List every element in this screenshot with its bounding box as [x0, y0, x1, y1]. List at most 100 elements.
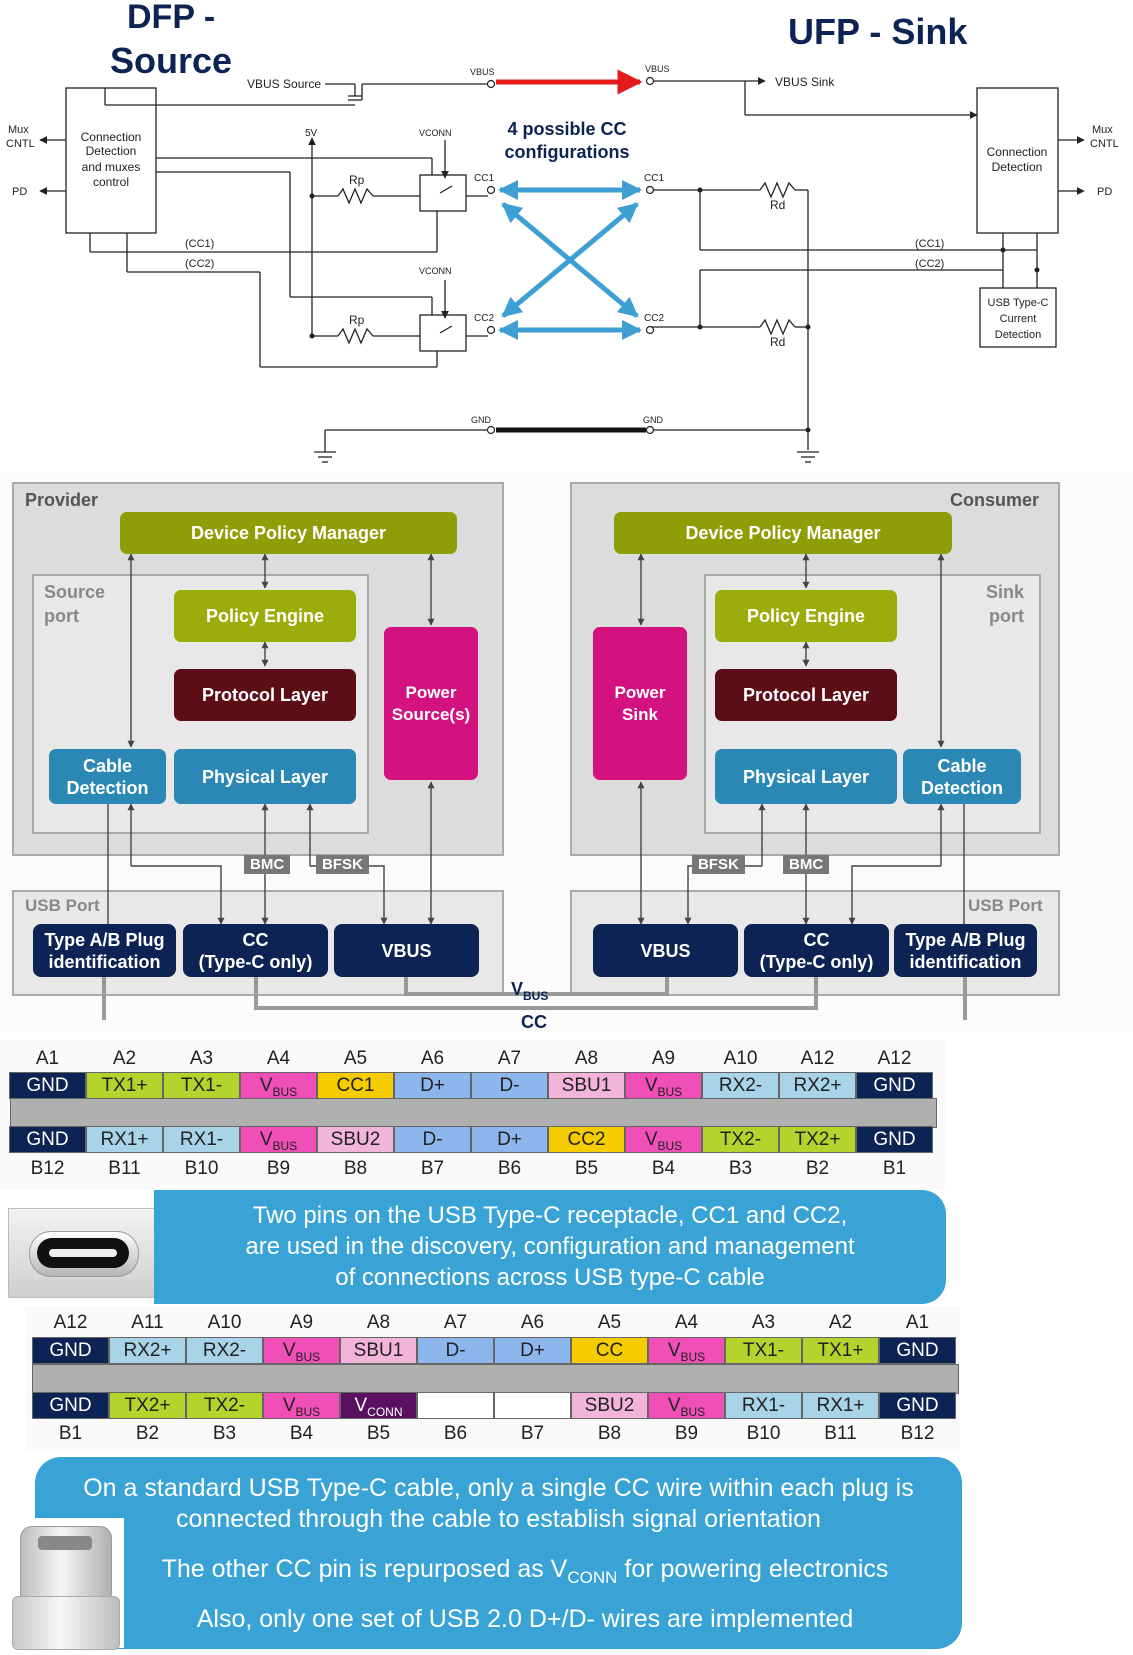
plug-top-label: A3 [751, 1312, 776, 1333]
receptacle-bottom-pin: TX2+ [779, 1126, 856, 1153]
plug-top-pin: VBUS [648, 1337, 725, 1364]
cc-left-1: CC [242, 929, 269, 950]
provider-label: Provider [25, 490, 99, 510]
callout2-line4: Also, only one set of USB 2.0 D+/D- wire… [196, 1605, 854, 1633]
cc2-paren-left: (CC2) [185, 258, 214, 270]
dfp-box-text-3: and muxes [82, 160, 141, 174]
receptacle-bottom-pin: D+ [471, 1126, 548, 1153]
bfsk-tag-right: BFSK [692, 855, 745, 874]
plug-body-icon [12, 1596, 120, 1650]
rd-bottom-label: Rd [770, 335, 785, 349]
receptacle-bottom-pin: D- [394, 1126, 471, 1153]
rp-bottom-label: Rp [349, 313, 365, 327]
source-port-label: Source port [44, 580, 105, 628]
cc-right: CC (Type-C only) [744, 924, 889, 977]
type-ab-right-1: Type A/B Plug [905, 929, 1026, 950]
bfsk-tag-left: BFSK [316, 855, 369, 874]
receptacle-bottom-label: B1 [882, 1158, 907, 1179]
bmc-tag-left: BMC [244, 855, 291, 874]
rp-top-label: Rp [349, 173, 365, 187]
ufp-detection-box [976, 87, 1059, 234]
type-ab-left-2: identification [48, 951, 161, 972]
plug-top-label: A9 [289, 1312, 314, 1333]
gnd-right-label: GND [643, 415, 664, 425]
mux-cntl-right: Mux [1092, 124, 1113, 136]
plug-top-label: A8 [366, 1312, 391, 1333]
power-sink-block: Power Sink [593, 627, 687, 780]
plug-top-label: A7 [443, 1312, 468, 1333]
receptacle-bottom-label: B3 [728, 1158, 753, 1179]
pd-right: PD [1097, 186, 1112, 198]
plug-bottom-pin: VBUS [263, 1392, 340, 1419]
physical-layer-consumer: Physical Layer [715, 749, 897, 804]
dfp-title-2: Source [110, 40, 232, 81]
callout2-line3-sub: CONN [567, 1568, 618, 1587]
receptacle-top-label: A2 [112, 1048, 137, 1069]
plug-bottom-pin: VCONN [340, 1392, 417, 1419]
type-ab-right-2: identification [909, 951, 1022, 972]
receptacle-bottom-label: B12 [30, 1158, 65, 1179]
receptacle-top-pin: TX1- [163, 1072, 240, 1099]
ufp-title: UFP - Sink [788, 11, 968, 52]
cable-detection-provider-2: Detection [66, 777, 149, 798]
plug-top-pin: VBUS [263, 1337, 340, 1364]
plug-bottom-pin: GND [32, 1392, 109, 1419]
sink-port-label-1: Sink [986, 582, 1025, 602]
type-ab-right: Type A/B Plug identification [894, 924, 1037, 977]
plug-top-pin: SBU1 [340, 1337, 417, 1364]
cc-right-1: CC [803, 929, 830, 950]
receptacle-top-pin: SBU1 [548, 1072, 625, 1099]
plug-top-pin: TX1- [725, 1337, 802, 1364]
dfp-box-text-1: Connection [81, 130, 142, 144]
protocol-layer-consumer: Protocol Layer [715, 669, 897, 721]
plug-top-label: A12 [53, 1312, 88, 1333]
cc-config-title-2: configurations [505, 142, 630, 162]
cable-detection-consumer: Cable Detection [903, 749, 1021, 804]
plug-top-pin: GND [879, 1337, 956, 1364]
receptacle-bottom-label: B8 [343, 1158, 368, 1179]
plug-bottom-pin: TX2- [186, 1392, 263, 1419]
plug-bottom-pin: TX2+ [109, 1392, 186, 1419]
gnd-left-label: GND [471, 415, 492, 425]
plug-bottom-label: B6 [443, 1423, 468, 1444]
usbc-box-text-1: USB Type-C [988, 297, 1049, 309]
cc1-right-label: CC1 [644, 173, 664, 184]
receptacle-top-label: A12 [800, 1048, 835, 1069]
receptacle-top-pin: RX2- [702, 1072, 779, 1099]
callout2-line3-pre: The other CC pin is repurposed as V [161, 1555, 568, 1583]
protocol-layer-provider: Protocol Layer [174, 669, 356, 721]
receptacle-bottom-pin: VBUS [240, 1126, 317, 1153]
usb-port-right-label: USB Port [968, 896, 1043, 915]
plug-bottom-label: B11 [824, 1423, 857, 1444]
callout-plug: On a standard USB Type-C cable, only a s… [35, 1457, 962, 1649]
receptacle-top-label: A6 [420, 1048, 445, 1069]
receptacle-top-pin: GND [9, 1072, 86, 1099]
ufp-box-text-1: Connection [987, 145, 1048, 159]
pd-left: PD [12, 186, 27, 198]
receptacle-top-pin: RX2+ [779, 1072, 856, 1099]
plug-bottom-pin: VBUS [648, 1392, 725, 1419]
mux-cntl-left-2: CNTL [6, 138, 35, 150]
plug-top-label: A1 [905, 1312, 930, 1333]
dfp-title: DFP - [127, 0, 215, 36]
power-source-2: Source(s) [391, 704, 471, 724]
sink-port-label: Sink port [986, 580, 1024, 628]
cable-vbus-label: VBUS [511, 979, 548, 1003]
vbus-terminal-right: VBUS [645, 64, 670, 74]
dfp-detection-box [65, 87, 157, 234]
receptacle-top-label: A7 [497, 1048, 522, 1069]
receptacle-top-label: A3 [189, 1048, 214, 1069]
plug-bottom-label: B1 [58, 1423, 83, 1444]
policy-engine-provider: Policy Engine [174, 590, 356, 642]
cable-vbus-sub: BUS [523, 989, 549, 1003]
sink-port-label-2: port [989, 606, 1025, 626]
type-ab-left: Type A/B Plug identification [33, 924, 176, 977]
policy-engine-consumer: Policy Engine [715, 590, 897, 642]
cc2-right-label: CC2 [644, 313, 664, 324]
plug-bottom-pin [417, 1392, 494, 1419]
plug-top-pin: RX2- [186, 1337, 263, 1364]
cable-vbus-v: V [511, 979, 524, 999]
plug-top-label: A11 [131, 1312, 164, 1333]
cc-schematic: DFP - Source UFP - Sink [6, 0, 1119, 463]
dpm-consumer: Device Policy Manager [614, 512, 952, 554]
